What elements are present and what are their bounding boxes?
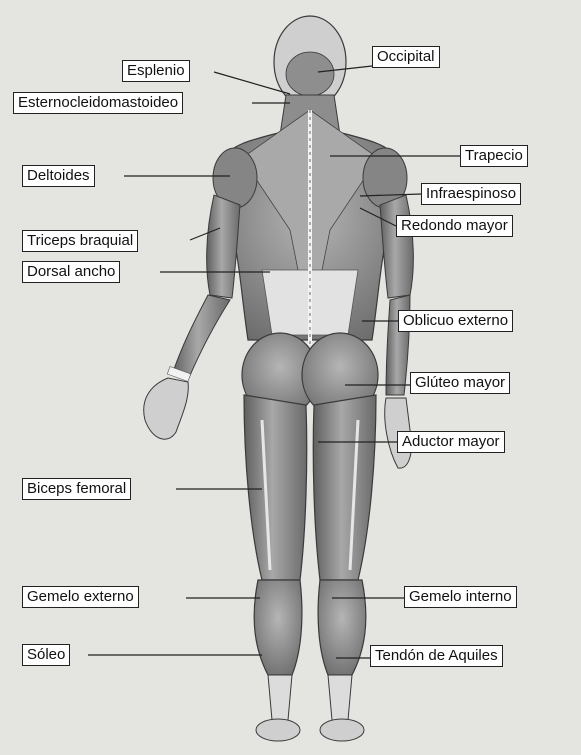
label-oblicuo-externo: Oblicuo externo: [398, 310, 513, 332]
label-tendon-de-aquiles: Tendón de Aquiles: [370, 645, 503, 667]
label-esplenio: Esplenio: [122, 60, 190, 82]
label-gluteo-mayor: Glúteo mayor: [410, 372, 510, 394]
right-calf: [318, 580, 366, 675]
label-occipital: Occipital: [372, 46, 440, 68]
left-foot: [256, 719, 300, 741]
right-lower-leg: [328, 675, 352, 720]
label-triceps-braquial: Triceps braquial: [22, 230, 138, 252]
occipital-muscle: [286, 52, 334, 96]
left-lower-leg: [268, 675, 292, 720]
label-esternocleidomastoideo: Esternocleidomastoideo: [13, 92, 183, 114]
left-calf: [254, 580, 302, 675]
label-gemelo-externo: Gemelo externo: [22, 586, 139, 608]
label-redondo-mayor: Redondo mayor: [396, 215, 513, 237]
label-infraespinoso: Infraespinoso: [421, 183, 521, 205]
label-deltoides: Deltoides: [22, 165, 95, 187]
label-dorsal-ancho: Dorsal ancho: [22, 261, 120, 283]
label-aductor-mayor: Aductor mayor: [397, 431, 505, 453]
label-gemelo-interno: Gemelo interno: [404, 586, 517, 608]
label-soleo: Sóleo: [22, 644, 70, 666]
right-foot: [320, 719, 364, 741]
label-trapecio: Trapecio: [460, 145, 528, 167]
label-biceps-femoral: Biceps femoral: [22, 478, 131, 500]
